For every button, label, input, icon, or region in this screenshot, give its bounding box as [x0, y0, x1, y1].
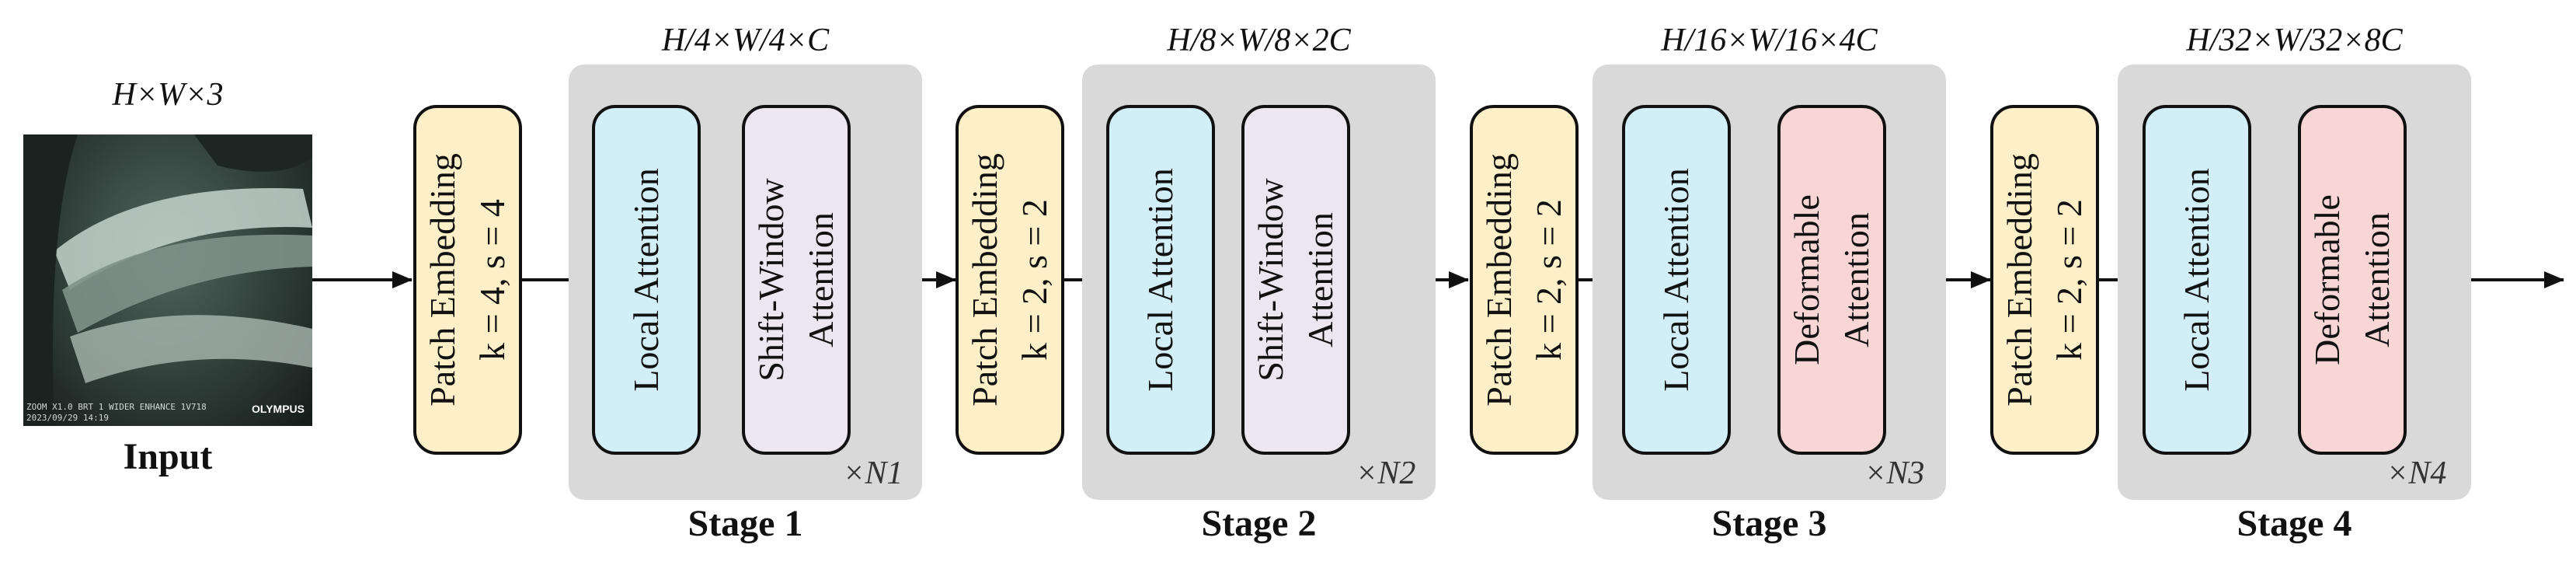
- osd-timestamp: 2023/09/29 14:19: [26, 413, 109, 423]
- shift-window-attention-block-2: Shift-Window Attention: [1241, 105, 1350, 455]
- patch-embedding-params: k = 2, s = 2: [1529, 199, 1568, 361]
- stage-4-title: Stage 4: [2237, 503, 2352, 544]
- stage-3-title: Stage 3: [1711, 503, 1827, 544]
- stage-2-dims-label: H/8×W/8×2C: [1167, 23, 1351, 58]
- deformable-attention-block-3: Deformable Attention: [1777, 105, 1886, 455]
- stage-1-dims-label: H/4×W/4×C: [661, 23, 830, 58]
- patch-embedding-block-3: Patch Embedding k = 2, s = 2: [1470, 105, 1579, 455]
- local-attention-block-2: Local Attention: [1106, 105, 1215, 455]
- shift-window-label: Shift-Window: [1251, 178, 1290, 382]
- patch-embedding-block-4: Patch Embedding k = 2, s = 2: [1990, 105, 2099, 455]
- deformable-label: Deformable: [1787, 194, 1826, 365]
- patch-embedding-params: k = 4, s = 4: [472, 199, 512, 361]
- stage-1-title: Stage 1: [688, 503, 803, 544]
- attention-label: Attention: [2357, 212, 2397, 347]
- input-title: Input: [123, 436, 213, 477]
- local-attention-label: Local Attention: [1656, 168, 1696, 392]
- local-attention-block-4: Local Attention: [2143, 105, 2251, 455]
- stage-4-repeat-label: ×N4: [2386, 456, 2447, 491]
- patch-embedding-params: k = 2, s = 2: [1015, 199, 1054, 361]
- attention-label: Attention: [801, 212, 841, 347]
- stage-2-title: Stage 2: [1201, 503, 1317, 544]
- patch-embedding-block-2: Patch Embedding k = 2, s = 2: [956, 105, 1064, 455]
- patch-embedding-label: Patch Embedding: [423, 153, 462, 407]
- local-attention-block-3: Local Attention: [1622, 105, 1731, 455]
- olympus-logo: OLYMPUS: [252, 403, 305, 415]
- deformable-attention-block-4: Deformable Attention: [2298, 105, 2407, 455]
- stage-3-dims-label: H/16×W/16×4C: [1661, 23, 1878, 58]
- stage-4-dims-label: H/32×W/32×8C: [2186, 23, 2403, 58]
- local-attention-label: Local Attention: [626, 168, 666, 392]
- shift-window-attention-block-1: Shift-Window Attention: [742, 105, 851, 455]
- local-attention-block-1: Local Attention: [592, 105, 701, 455]
- patch-embedding-params: k = 2, s = 2: [2049, 199, 2089, 361]
- osd-status-text: ZOOM X1.0 BRT 1 WIDER ENHANCE 1V718: [26, 402, 207, 412]
- local-attention-label: Local Attention: [2177, 168, 2216, 392]
- stage-1-repeat-label: ×N1: [843, 456, 903, 491]
- stage-3-repeat-label: ×N3: [1864, 456, 1925, 491]
- local-attention-label: Local Attention: [1140, 168, 1180, 392]
- input-endoscopy-image: ZOOM X1.0 BRT 1 WIDER ENHANCE 1V718 2023…: [23, 134, 312, 426]
- input-dims-label: H×W×3: [112, 77, 224, 113]
- stage-2-repeat-label: ×N2: [1356, 456, 1416, 491]
- patch-embedding-label: Patch Embedding: [2000, 153, 2039, 407]
- patch-embedding-block-1: Patch Embedding k = 4, s = 4: [413, 105, 522, 455]
- endoscopy-scene-graphic: [23, 134, 312, 426]
- shift-window-label: Shift-Window: [751, 178, 791, 382]
- deformable-label: Deformable: [2307, 194, 2347, 365]
- attention-label: Attention: [1836, 212, 1876, 347]
- patch-embedding-label: Patch Embedding: [965, 153, 1004, 407]
- patch-embedding-label: Patch Embedding: [1479, 153, 1519, 407]
- attention-label: Attention: [1300, 212, 1340, 347]
